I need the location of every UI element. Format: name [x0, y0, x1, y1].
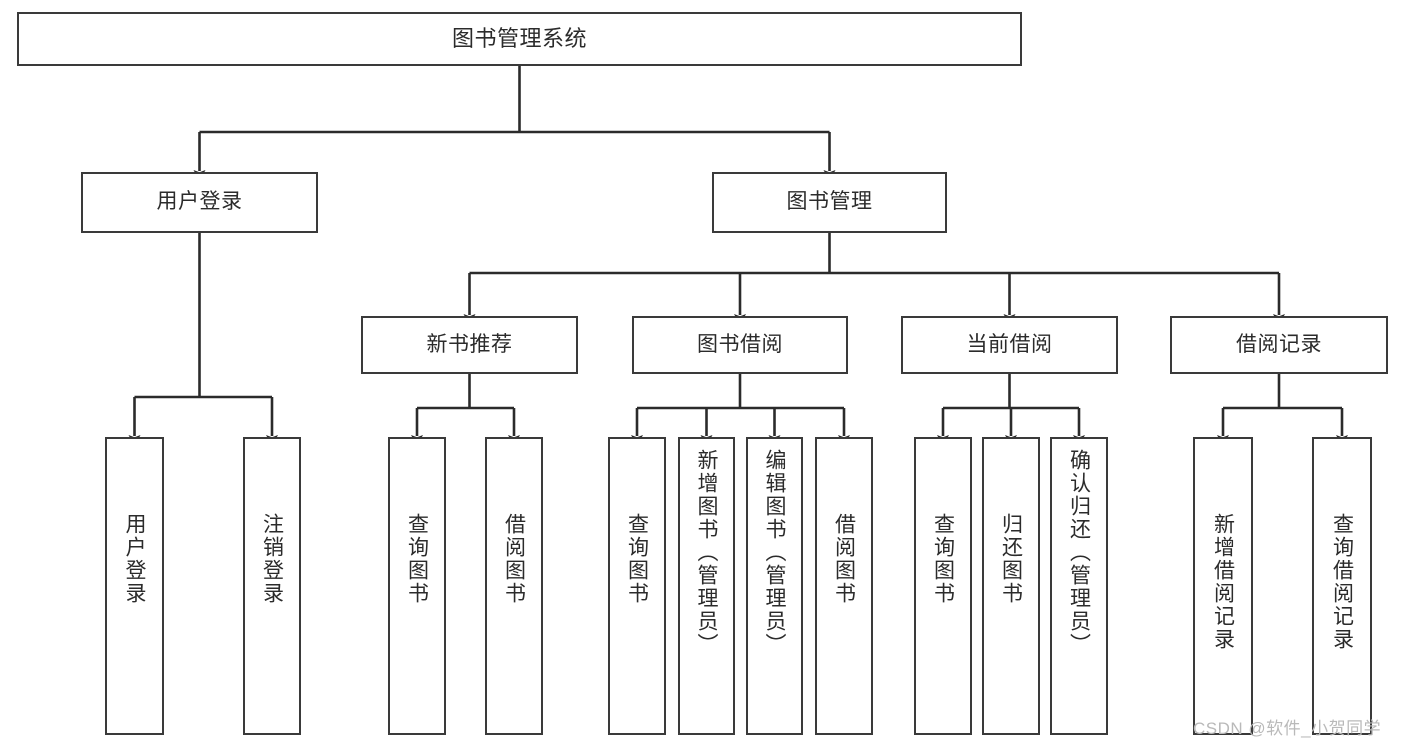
node-leaf-user-logout[interactable]: 注销登录 — [243, 437, 301, 735]
node-label: 借阅记录 — [1236, 332, 1322, 356]
node-label: 查询借阅记录 — [1330, 513, 1354, 651]
node-leaf-confirm-return[interactable]: 确认归还（管理员） — [1050, 437, 1108, 735]
node-leaf-add-record[interactable]: 新增借阅记录 — [1193, 437, 1253, 735]
node-root[interactable]: 图书管理系统 — [17, 12, 1022, 66]
node-label: 归还图书 — [999, 513, 1023, 605]
node-label: 新书推荐 — [426, 332, 513, 356]
node-book-borrow[interactable]: 图书借阅 — [632, 316, 848, 374]
node-book-manage[interactable]: 图书管理 — [712, 172, 947, 233]
node-label: 图书管理 — [786, 190, 873, 214]
node-leaf-return-book[interactable]: 归还图书 — [982, 437, 1040, 735]
node-leaf-query-record[interactable]: 查询借阅记录 — [1312, 437, 1372, 735]
node-user-login[interactable]: 用户登录 — [81, 172, 318, 233]
node-label: 编辑图书（管理员） — [763, 449, 786, 656]
node-label: 图书借阅 — [697, 332, 783, 356]
node-leaf-query-book-3[interactable]: 查询图书 — [914, 437, 972, 735]
node-current-borrow[interactable]: 当前借阅 — [901, 316, 1118, 374]
node-leaf-query-book-1[interactable]: 查询图书 — [388, 437, 446, 735]
node-leaf-borrow-book-2[interactable]: 借阅图书 — [815, 437, 873, 735]
node-label: 当前借阅 — [966, 332, 1053, 356]
node-leaf-add-book[interactable]: 新增图书（管理员） — [678, 437, 735, 735]
node-label: 新增图书（管理员） — [695, 449, 718, 656]
edge-layer — [128, 66, 1348, 446]
node-borrow-record[interactable]: 借阅记录 — [1170, 316, 1388, 374]
node-label: 图书管理系统 — [451, 26, 587, 52]
node-label: 查询图书 — [405, 513, 429, 605]
node-label: 借阅图书 — [832, 513, 856, 605]
node-new-book-rec[interactable]: 新书推荐 — [361, 316, 578, 374]
node-leaf-edit-book[interactable]: 编辑图书（管理员） — [746, 437, 803, 735]
node-leaf-borrow-book-1[interactable]: 借阅图书 — [485, 437, 543, 735]
node-label: 用户登录 — [156, 190, 243, 214]
node-label: 新增借阅记录 — [1211, 513, 1235, 651]
node-label: 借阅图书 — [502, 513, 526, 605]
node-label: 查询图书 — [625, 513, 649, 605]
node-label: 用户登录 — [123, 513, 146, 605]
node-leaf-query-book-2[interactable]: 查询图书 — [608, 437, 666, 735]
node-label: 查询图书 — [931, 513, 955, 605]
node-label: 确认归还（管理员） — [1067, 449, 1091, 656]
node-leaf-user-login[interactable]: 用户登录 — [105, 437, 164, 735]
node-label: 注销登录 — [260, 513, 284, 605]
